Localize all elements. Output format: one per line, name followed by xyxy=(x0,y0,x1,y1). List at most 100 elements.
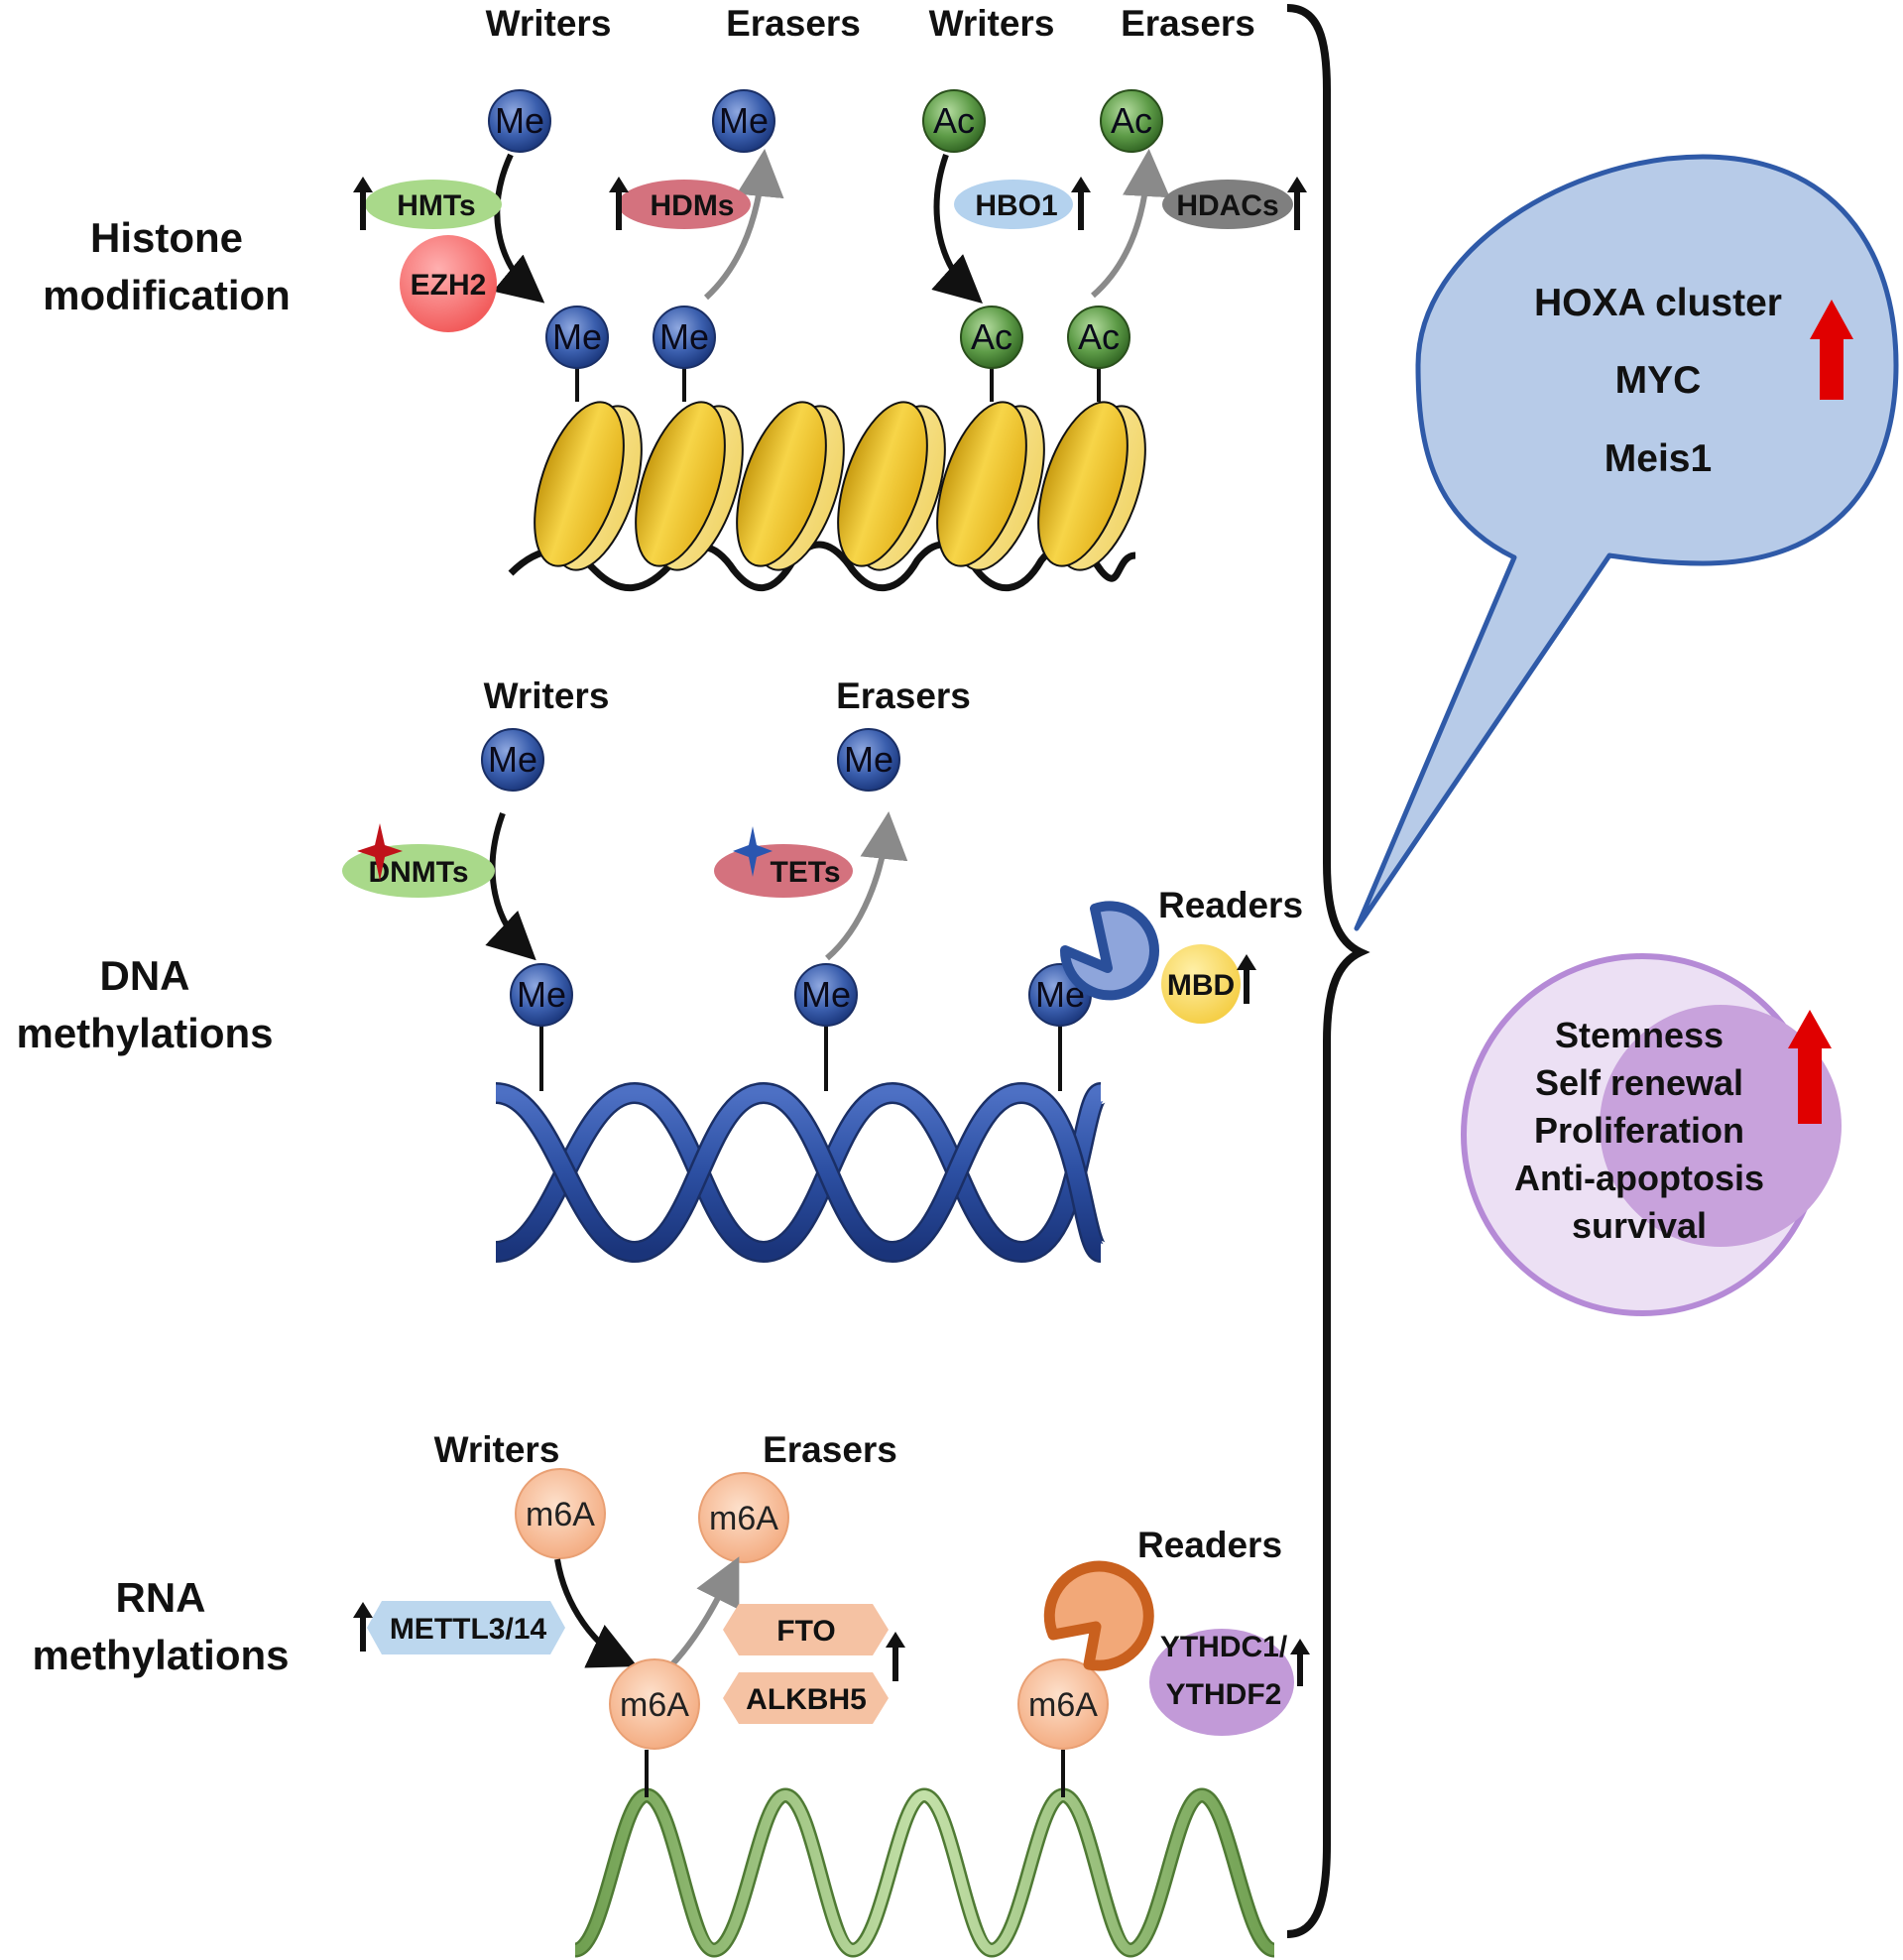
fto-alkbh5-up-arrow-icon xyxy=(886,1632,905,1681)
dna-writers-label: Writers xyxy=(484,675,610,716)
target-genes-up-arrow-icon xyxy=(1810,300,1853,400)
dna-me-eraser-mark: Me xyxy=(837,728,900,792)
svg-text:Me: Me xyxy=(517,974,566,1015)
svg-text:YTHDF2: YTHDF2 xyxy=(1166,1678,1282,1711)
mbd-reader: MBD xyxy=(1161,944,1241,1024)
svg-text:MBD: MBD xyxy=(1167,969,1235,1002)
svg-text:DNMTs: DNMTs xyxy=(368,856,468,889)
svg-text:m6A: m6A xyxy=(1028,1686,1098,1724)
svg-text:Me: Me xyxy=(844,739,893,780)
rna-erasers-label: Erasers xyxy=(763,1429,897,1470)
dna-me-writer-mark: Me xyxy=(481,728,544,792)
histone-me-eraser-mark: Me xyxy=(712,89,775,153)
rna-bound-m6a-mark: m6A xyxy=(609,1658,700,1750)
histone-bound-ac-mark: Ac xyxy=(960,306,1023,369)
rna-reader-pacman-icon xyxy=(1043,1560,1154,1671)
nucleosome xyxy=(936,401,1045,571)
svg-text:Me: Me xyxy=(659,316,709,357)
dna-reader-pacman-icon xyxy=(1059,901,1159,1001)
histone-ac-eraser-mark: Ac xyxy=(1100,89,1163,153)
rna-bound-m6a-mark: m6A xyxy=(1017,1658,1109,1750)
histone-bound-me-mark: Me xyxy=(545,306,609,369)
alkbh5-enzyme: ALKBH5 xyxy=(723,1672,889,1724)
svg-text:m6A: m6A xyxy=(620,1686,689,1724)
outcome-anti-apoptosis: Anti-apoptosis xyxy=(1514,1158,1764,1198)
histone-erasers-ac-label: Erasers xyxy=(1121,3,1255,44)
svg-text:m6A: m6A xyxy=(709,1500,778,1537)
dna-section: DNA methylations Writers Erasers Readers… xyxy=(16,675,1303,1264)
nucleosome xyxy=(736,401,845,571)
histone-title-line2: modification xyxy=(43,272,291,318)
target-gene-hoxa: HOXA cluster xyxy=(1534,282,1782,324)
histone-ac-writer-mark: Ac xyxy=(922,89,986,153)
hdacs-up-arrow-icon xyxy=(1287,177,1307,230)
histone-bound-me-mark: Me xyxy=(653,306,716,369)
svg-text:Ac: Ac xyxy=(971,316,1012,357)
svg-text:Me: Me xyxy=(801,974,851,1015)
dna-title-line2: methylations xyxy=(16,1010,273,1056)
rna-title-line2: methylations xyxy=(32,1632,289,1678)
nucleosome xyxy=(837,401,946,571)
hdms-enzyme: HDMs xyxy=(618,180,751,229)
dna-bound-me-mark: Me xyxy=(510,963,573,1027)
svg-text:Me: Me xyxy=(488,739,537,780)
rna-m6a-eraser-mark: m6A xyxy=(698,1472,789,1563)
hbo1-enzyme: HBO1 xyxy=(954,180,1073,229)
histone-me-writer-arrow xyxy=(492,153,545,304)
nucleosome xyxy=(635,401,744,571)
rna-writers-label: Writers xyxy=(434,1429,560,1470)
ythdc1-up-arrow-icon xyxy=(1290,1639,1310,1686)
hbo1-up-arrow-icon xyxy=(1071,177,1091,230)
histone-erasers-me-label: Erasers xyxy=(726,3,861,44)
histone-writers-me-label: Writers xyxy=(486,3,612,44)
histone-writers-ac-label: Writers xyxy=(929,3,1055,44)
dna-bound-me-mark: Me xyxy=(794,963,858,1027)
svg-text:HMTs: HMTs xyxy=(397,189,475,222)
histone-me-eraser-arrow xyxy=(703,149,784,301)
histone-me-writer-mark: Me xyxy=(488,89,551,153)
ezh2-enzyme: EZH2 xyxy=(400,235,497,332)
curly-brace xyxy=(1286,4,1370,1938)
rna-title-line1: RNA xyxy=(116,1574,206,1621)
ythdc1-ythdf2-reader: YTHDC1/ YTHDF2 xyxy=(1149,1629,1294,1736)
svg-text:m6A: m6A xyxy=(526,1496,595,1533)
histone-bound-ac-mark: Ac xyxy=(1067,306,1130,369)
cell-outcome-diagram xyxy=(1461,953,1842,1316)
rna-section: RNA methylations Writers Erasers Readers… xyxy=(32,1429,1310,1958)
dna-me-writer-arrow xyxy=(485,811,536,961)
target-genes-bubble xyxy=(1354,154,1899,931)
svg-text:ALKBH5: ALKBH5 xyxy=(746,1683,867,1716)
rna-m6a-writer-arrow xyxy=(554,1558,638,1668)
dnmts-star-icon xyxy=(357,823,403,881)
rna-m6a-writer-mark: m6A xyxy=(515,1468,606,1559)
hmts-up-arrow-icon xyxy=(353,177,373,230)
dna-double-helix xyxy=(494,1081,1107,1264)
dna-me-eraser-arrow xyxy=(825,811,908,961)
target-gene-meis1: Meis1 xyxy=(1605,437,1712,480)
svg-text:TETs: TETs xyxy=(770,856,840,889)
histone-ac-writer-arrow xyxy=(931,154,983,304)
tets-star-icon xyxy=(733,826,773,877)
svg-text:Me: Me xyxy=(719,100,769,141)
svg-text:Ac: Ac xyxy=(1078,316,1120,357)
nucleosome xyxy=(1037,401,1146,571)
svg-text:Ac: Ac xyxy=(1111,100,1152,141)
outcome-self-renewal: Self renewal xyxy=(1535,1062,1743,1103)
histone-ac-eraser-arrow xyxy=(1091,149,1170,299)
svg-text:Me: Me xyxy=(552,316,602,357)
dna-erasers-label: Erasers xyxy=(836,675,971,716)
dna-readers-label: Readers xyxy=(1158,885,1303,925)
hdacs-enzyme: HDACs xyxy=(1162,180,1293,229)
outcome-proliferation: Proliferation xyxy=(1534,1110,1744,1151)
histone-section: Histone modification Writers Erasers Wri… xyxy=(43,3,1307,592)
mettl-up-arrow-icon xyxy=(353,1602,373,1652)
hdms-up-arrow-icon xyxy=(609,177,629,230)
fto-enzyme: FTO xyxy=(723,1604,889,1655)
svg-text:HDMs: HDMs xyxy=(650,189,734,222)
rna-m6a-eraser-arrow xyxy=(667,1556,740,1669)
tets-enzyme: TETs xyxy=(714,844,853,898)
svg-text:FTO: FTO xyxy=(776,1615,835,1648)
rna-readers-label: Readers xyxy=(1137,1525,1282,1565)
svg-text:HDACs: HDACs xyxy=(1176,189,1278,222)
